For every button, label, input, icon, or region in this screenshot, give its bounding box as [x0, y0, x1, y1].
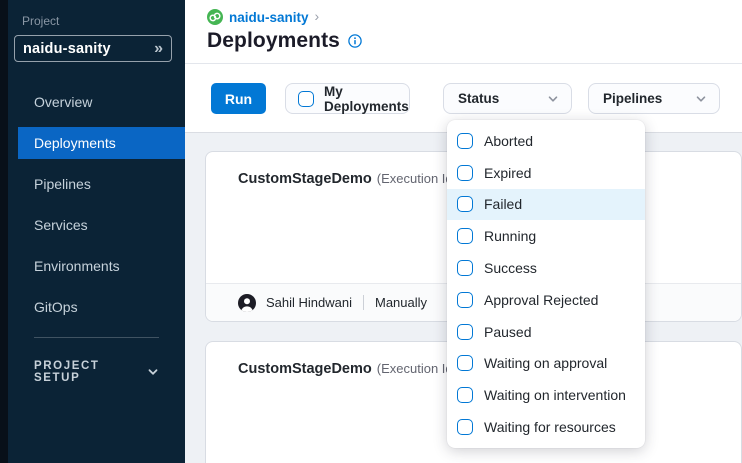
- status-filter-menu: Aborted Expired Failed Running Success A…: [447, 120, 645, 448]
- info-icon[interactable]: [348, 34, 362, 48]
- pipeline-name[interactable]: CustomStageDemo: [238, 361, 372, 377]
- my-deployments-filter[interactable]: My Deployments: [285, 83, 410, 114]
- status-filter-dropdown[interactable]: Status: [443, 83, 572, 114]
- checkbox[interactable]: [457, 228, 473, 245]
- my-deployments-label: My Deployments: [324, 83, 409, 114]
- checkbox[interactable]: [457, 260, 473, 277]
- status-option-waiting-for-resources[interactable]: Waiting for resources: [447, 411, 645, 443]
- status-option-approval-rejected[interactable]: Approval Rejected: [447, 284, 645, 316]
- pipelines-filter-label: Pipelines: [603, 91, 663, 106]
- breadcrumb: naidu-sanity ›: [207, 9, 742, 25]
- checkbox[interactable]: [457, 132, 473, 149]
- project-selector[interactable]: naidu-sanity »: [14, 35, 172, 62]
- status-option-failed[interactable]: Failed: [447, 188, 645, 221]
- sidebar-nav: Overview Deployments Pipelines Services …: [8, 86, 185, 323]
- project-sidebar: Project naidu-sanity » Overview Deployme…: [8, 0, 185, 463]
- checkbox[interactable]: [457, 387, 473, 404]
- checkbox[interactable]: [457, 291, 473, 308]
- run-button[interactable]: Run: [211, 83, 266, 114]
- chevron-down-icon: [696, 95, 706, 102]
- breadcrumb-project-link[interactable]: naidu-sanity: [229, 9, 309, 25]
- page-header: naidu-sanity › Deployments: [185, 0, 742, 64]
- chevron-down-icon: [148, 369, 158, 375]
- status-option-waiting-on-intervention[interactable]: Waiting on intervention: [447, 379, 645, 411]
- project-setup-toggle[interactable]: PROJECT SETUP: [34, 360, 159, 384]
- footer-divider: [363, 295, 364, 310]
- chevron-down-icon: [548, 95, 558, 102]
- cd-module-icon: [207, 9, 223, 25]
- checkbox[interactable]: [457, 164, 473, 181]
- status-option-expired[interactable]: Expired: [447, 157, 645, 189]
- chevron-right-icon: ›: [314, 8, 320, 24]
- triggered-by-user: Sahil Hindwani: [266, 295, 352, 310]
- status-option-aborted[interactable]: Aborted: [447, 125, 645, 157]
- deployments-toolbar: Run My Deployments Status Pipelines: [185, 64, 742, 133]
- project-name: naidu-sanity: [23, 40, 111, 57]
- checkbox[interactable]: [457, 323, 473, 340]
- checkbox[interactable]: [457, 196, 473, 213]
- user-avatar: [238, 293, 256, 312]
- project-label: Project: [22, 14, 60, 28]
- status-filter-label: Status: [458, 91, 500, 106]
- execution-id-text: (Execution Id: [376, 171, 453, 186]
- execution-id-text: (Execution Id: [376, 361, 453, 376]
- sidebar-item-deployments[interactable]: Deployments: [18, 127, 185, 159]
- my-deployments-checkbox[interactable]: [298, 90, 314, 107]
- page-title: Deployments: [207, 29, 340, 52]
- checkbox[interactable]: [457, 355, 473, 372]
- sidebar-item-overview[interactable]: Overview: [34, 94, 93, 110]
- nav-rail: [0, 0, 8, 463]
- sidebar-divider: [34, 337, 159, 338]
- status-option-waiting-on-approval[interactable]: Waiting on approval: [447, 348, 645, 380]
- checkbox[interactable]: [457, 419, 473, 436]
- double-chevron-icon[interactable]: »: [154, 39, 163, 57]
- status-option-paused[interactable]: Paused: [447, 316, 645, 348]
- sidebar-item-services[interactable]: Services: [34, 217, 88, 233]
- sidebar-item-gitops[interactable]: GitOps: [34, 299, 78, 315]
- sidebar-item-environments[interactable]: Environments: [34, 258, 120, 274]
- pipeline-name[interactable]: CustomStageDemo: [238, 171, 372, 187]
- status-option-running[interactable]: Running: [447, 220, 645, 252]
- pipelines-filter-dropdown[interactable]: Pipelines: [588, 83, 720, 114]
- sidebar-item-pipelines[interactable]: Pipelines: [34, 176, 91, 192]
- project-setup-label: PROJECT SETUP: [34, 360, 100, 384]
- trigger-type: Manually: [375, 295, 428, 310]
- status-option-success[interactable]: Success: [447, 252, 645, 284]
